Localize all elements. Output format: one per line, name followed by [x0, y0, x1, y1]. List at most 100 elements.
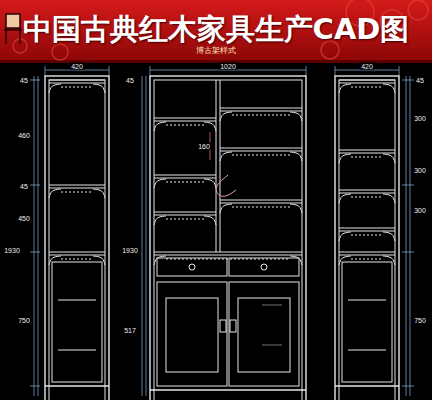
shelf [339, 153, 395, 154]
fretwork [61, 259, 93, 260]
fretwork [339, 154, 351, 163]
title-banner [0, 0, 432, 62]
fretwork [61, 87, 93, 88]
fretwork [220, 152, 232, 161]
side-view-frame [335, 76, 399, 400]
dimension-line [38, 76, 39, 396]
title: 中国古典红木家具生产CAD图 [23, 10, 410, 50]
shelf [220, 200, 302, 201]
dimension-line [34, 76, 35, 396]
shelf [154, 215, 216, 216]
fretwork [49, 256, 61, 265]
side-inner-frame [339, 80, 395, 400]
shelf [154, 252, 302, 253]
side-rail [348, 350, 386, 351]
dimension-tick [30, 185, 40, 186]
dimension-tick [402, 80, 414, 81]
fretwork [383, 154, 395, 163]
base-rail [150, 389, 306, 390]
shelf [339, 231, 395, 232]
divider [216, 80, 217, 252]
shelf [49, 252, 105, 253]
dimension: 460 [17, 132, 31, 139]
shelf [339, 83, 395, 84]
dimension: 750 [413, 317, 427, 324]
fretwork [93, 84, 105, 93]
dimension-tick [335, 66, 336, 76]
shelf [154, 118, 216, 119]
cabinet-door [157, 282, 227, 386]
shelf [339, 255, 395, 256]
fretwork [204, 216, 216, 225]
fretwork [154, 122, 166, 131]
shelf [49, 83, 105, 84]
shelf [49, 255, 105, 256]
shelf [339, 228, 395, 229]
fretwork [49, 189, 61, 198]
drawer [157, 258, 227, 276]
fretwork [220, 112, 232, 121]
fretwork [93, 189, 105, 198]
fretwork [383, 84, 395, 93]
fretwork [232, 115, 290, 116]
dimension-tick [109, 66, 110, 76]
fretwork [351, 259, 383, 260]
dimension: 1930 [121, 247, 139, 254]
shelf [220, 111, 302, 112]
shelf [339, 190, 395, 191]
shelf [154, 178, 216, 179]
fretwork [290, 204, 302, 213]
dimension: 420 [70, 63, 84, 70]
fretwork [290, 112, 302, 121]
fretwork [166, 259, 290, 260]
dimension: 750 [17, 317, 31, 324]
fretwork [154, 216, 166, 225]
fretwork [232, 207, 290, 208]
door-panel [238, 298, 290, 372]
dimension: 517 [123, 327, 137, 334]
drawer-knob [261, 264, 267, 270]
dimension: 1930 [3, 247, 21, 254]
shelf [49, 185, 105, 186]
shelf [49, 188, 105, 189]
side-panel [52, 262, 102, 382]
side-view-frame [45, 76, 109, 400]
dimension-line [150, 70, 306, 71]
side-rail [348, 300, 386, 301]
shelf [154, 121, 216, 122]
dimension: 45 [19, 77, 29, 84]
dimension-line [335, 70, 399, 71]
dimension: 300 [413, 115, 427, 122]
fretwork [61, 192, 93, 193]
dimension: 45 [125, 77, 135, 84]
fretwork [93, 256, 105, 265]
door-handle [220, 320, 226, 332]
dimension-tick [306, 66, 307, 76]
divider [220, 80, 221, 252]
dimension-tick [150, 66, 151, 76]
drawer [229, 258, 299, 276]
shelf [220, 108, 302, 109]
door-panel [166, 298, 218, 372]
fretwork [351, 197, 383, 198]
shelf [220, 148, 302, 149]
dimension: 450 [17, 215, 31, 222]
ornament [216, 175, 236, 196]
fretwork [154, 179, 166, 188]
fretwork [383, 194, 395, 203]
dimension: 300 [413, 167, 427, 174]
shelf [339, 252, 395, 253]
fretwork [290, 152, 302, 161]
dimension: 160 [197, 143, 211, 150]
leader-line [262, 305, 282, 306]
dimension: 420 [360, 63, 374, 70]
fretwork [290, 256, 302, 265]
shelf [339, 193, 395, 194]
fretwork [204, 179, 216, 188]
dimension-tick [402, 252, 414, 253]
leader-line [262, 345, 282, 346]
fretwork [154, 256, 166, 265]
front-view-frame [150, 76, 306, 400]
dimension-tick [30, 252, 40, 253]
